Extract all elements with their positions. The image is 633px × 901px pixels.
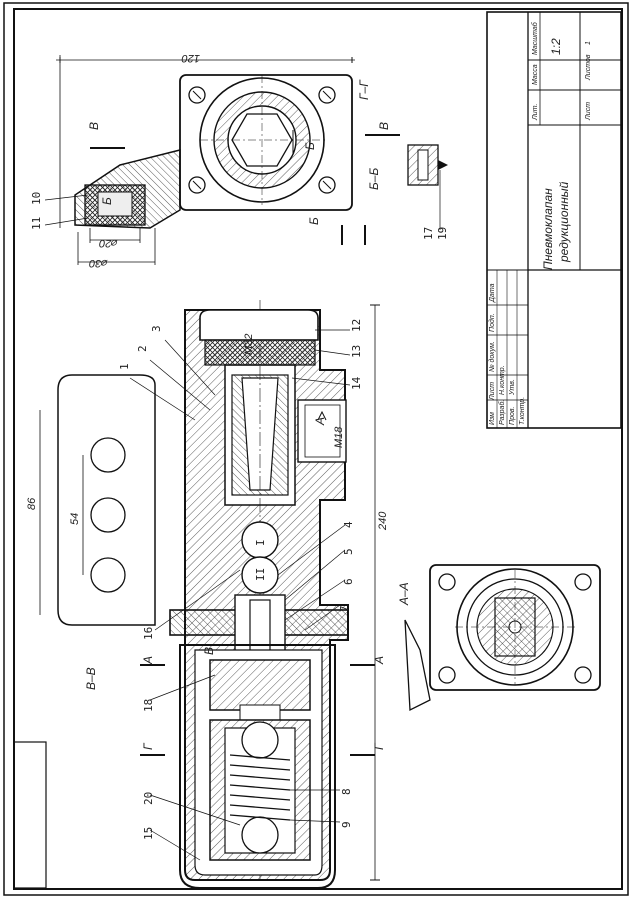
label-13: 13 [350,345,363,358]
ball-label-2: II [254,568,267,581]
label-11: 11 [30,217,43,230]
row-podp: Подп. [488,313,496,332]
label-3: 3 [150,325,163,332]
dim-d30: ⌀30 [88,257,108,269]
label-2: 2 [136,345,149,352]
section-mark-b-lower: Б [307,217,321,225]
dim-86: 86 [26,497,38,510]
section-mark-g-left: Г [141,742,155,750]
label-7: 7 [338,605,351,612]
row-ndoc: № докум. [488,341,496,372]
dim-120: 120 [181,52,200,64]
row-nkontr: Н.контр. [499,365,506,395]
zone-letter-v: В [202,647,216,655]
margin-stamp-box [13,741,47,889]
label-5: 5 [342,548,355,555]
label-14: 14 [350,376,363,390]
dim-d20: ⌀20 [98,237,118,249]
label-16: 16 [142,627,155,640]
label-17: 17 [422,227,435,240]
header-lit: Лит. [532,104,539,121]
label-19: 19 [436,227,449,240]
label-18: 18 [142,699,155,712]
section-mark-a-left: А [141,656,155,665]
section-b-b-detail [407,144,448,230]
ball-label-1: I [254,539,267,546]
header-mass: Масса [532,64,539,85]
row-tkontr: Т.контр. [519,397,526,425]
dim-m32: М32 [243,334,255,355]
section-mark-b-inner: Б [303,142,317,150]
label-8: 8 [340,788,353,795]
leader-lines [129,329,351,861]
section-mark-v-left: В [87,122,101,130]
row-utv: Утв. [509,379,516,396]
row-data: Дата [489,283,496,303]
sheet-label: Лист [585,102,592,121]
dim-m18: М18 [333,426,345,448]
section-v-v-title: В–В [84,667,98,690]
label-10: 10 [30,192,43,205]
section-mark-g-right: Г [372,742,386,750]
section-g-g-title: Г–Г [357,79,371,100]
sheets-value: 1 [585,41,592,45]
label-9: 9 [340,821,353,828]
label-15: 15 [142,827,155,840]
main-section-a-a [39,300,380,889]
section-b-b-title: Б–Б [367,168,381,190]
row-izm: Изм [489,412,496,425]
row-prov: Пров. [509,406,516,425]
section-mark-a-right: А [372,656,386,665]
scale-value: 1:2 [549,38,563,55]
outer-border [3,2,629,896]
dim-240: 240 [377,511,389,531]
title-block [486,11,622,429]
part-title-2: редукционный [557,181,571,263]
section-letter-b: Б [100,197,114,205]
label-1: 1 [118,363,131,370]
row-razrab: Разраб. [498,400,506,425]
end-flange-view [404,564,601,712]
sheets-label: Листов [585,54,592,81]
row-list: Лист [489,382,496,401]
dim-54: 54 [69,513,81,525]
label-4: 4 [342,521,355,528]
section-a-a-title: А–А [397,582,411,606]
section-mark-v-right: В [377,122,391,130]
label-20: 20 [142,792,155,805]
section-g-g-view [56,55,400,265]
label-12: 12 [350,319,363,332]
port-arrow-a: А [313,417,327,426]
label-6: 6 [342,578,355,585]
header-scale: Масштаб [531,21,539,55]
part-title-1: Пневмоклапан [541,188,555,270]
